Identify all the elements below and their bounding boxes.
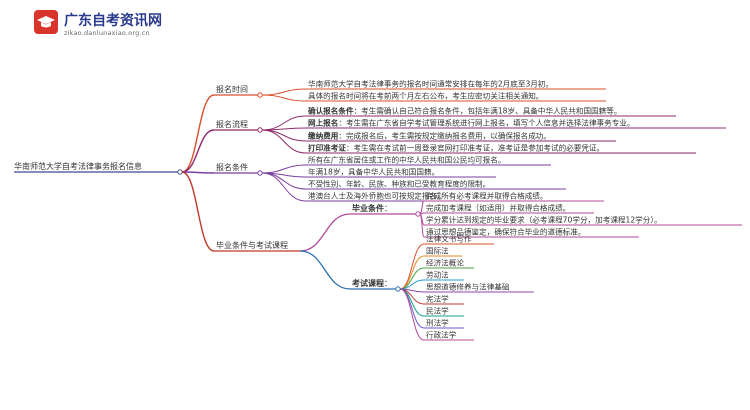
requirements-leaf-item: 学分累计达到规定的毕业要求（必考课程70学分，加考课程12学分）。 [426, 215, 662, 225]
root-node-label: 华南师范大学自考法律事务报名信息 [14, 161, 142, 171]
course-connector-8 [399, 288, 425, 341]
branch-connector-time [181, 94, 215, 173]
branch-connector-conditions [181, 171, 215, 174]
course-item: 思想道德修养与法律基础 [426, 282, 510, 292]
process-leaf-item: 打印准考证：考生需在考试前一周登录官网打印准考证，准考证是参加考试的必要凭证。 [308, 143, 604, 153]
branch-dot-process [257, 127, 263, 133]
course-connector-7 [399, 288, 425, 329]
requirements-leaf-connector-0 [419, 200, 425, 215]
time-leaf-item: 华南师范大学自考法律事务的报名时间通常安排在每年的2月底至3月初。 [308, 79, 553, 89]
time-leaf-item: 具体的报名时间将在考前两个月左右公布，考生应密切关注相关通知。 [308, 91, 543, 101]
requirements-node-label: 毕业条件： [352, 203, 392, 213]
process-leaf-connector-1 [261, 127, 307, 131]
course-connector-6 [399, 288, 425, 317]
course-item: 劳动法 [426, 270, 449, 280]
time-leaf-connector-0 [261, 88, 307, 96]
course-item: 法律文书写作 [426, 234, 472, 244]
branch-dot-conditions [257, 170, 263, 176]
graduation-cap-logo-icon [34, 10, 58, 34]
branch-connector-process [181, 129, 215, 173]
process-leaf-item: 缴纳费用：完成报名后，考生需按规定缴纳报名费用，以确保报名成功。 [308, 131, 551, 141]
course-connector-1 [399, 255, 425, 290]
conditions-leaf-connector-0 [261, 164, 307, 174]
process-leaf-item: 确认报名条件：考生需确认自己符合报名条件，包括年满18岁、具备中华人民共和国国籍… [308, 106, 621, 116]
requirements-leaf-connector-3 [419, 213, 425, 238]
conditions-leaf-item: 所有在广东省居住或工作的中华人民共和国公民均可报名。 [308, 155, 505, 165]
requirements-leaf-item: 完成加考课程（如适用）并取得合格成绩。 [426, 203, 570, 213]
branch-label-conditions: 报名条件 [216, 162, 248, 172]
branch-label-graduation: 毕业条件与考试课程 [216, 240, 288, 250]
course-item: 刑法学 [426, 318, 449, 328]
course-item: 民法学 [426, 306, 449, 316]
course-connector-0 [399, 243, 425, 290]
connector-lines [14, 88, 742, 341]
process-leaf-connector-2 [261, 129, 307, 142]
site-name: 广东自考资讯网 [64, 13, 162, 29]
graduation-connector-requirements [299, 213, 351, 252]
requirements-node-dot [415, 211, 421, 217]
requirements-leaf-item: 通过思想品德鉴定，确保符合毕业的道德标准。 [426, 227, 585, 237]
conditions-leaf-item: 不受性别、年龄、民族、种族和已受教育程度的限制。 [308, 179, 490, 189]
time-leaf-connector-1 [261, 94, 307, 102]
process-leaf-item: 网上报名：考生需在广东省自学考试管理系统进行网上报名，填写个人信息并选择法律事务… [308, 118, 635, 128]
branch-connector-graduation [181, 171, 215, 252]
branch-dot-time [257, 92, 263, 98]
root-node-dot [177, 169, 183, 175]
course-item: 宪法学 [426, 294, 449, 304]
course-item: 国际法 [426, 246, 449, 256]
requirements-leaf-item: 完成所有必考课程并取得合格成绩。 [426, 191, 548, 201]
graduation-connector-courses [299, 250, 351, 290]
site-url: zikao.danlunaxiao.org.cn [64, 29, 150, 37]
branch-label-process: 报名流程 [216, 119, 248, 129]
branch-label-time: 报名时间 [216, 84, 248, 94]
course-item: 经济法概论 [426, 258, 464, 268]
conditions-leaf-item: 年满18岁，具备中华人民共和国国籍。 [308, 167, 439, 177]
courses-node-dot [395, 286, 401, 292]
courses-node-label: 考试课程： [352, 278, 392, 288]
course-item: 行政法学 [426, 330, 457, 340]
conditions-leaf-connector-3 [261, 172, 307, 202]
conditions-leaf-item: 港澳台人士及海外侨胞也可按规定报名。 [308, 191, 445, 201]
process-leaf-connector-3 [261, 129, 307, 154]
